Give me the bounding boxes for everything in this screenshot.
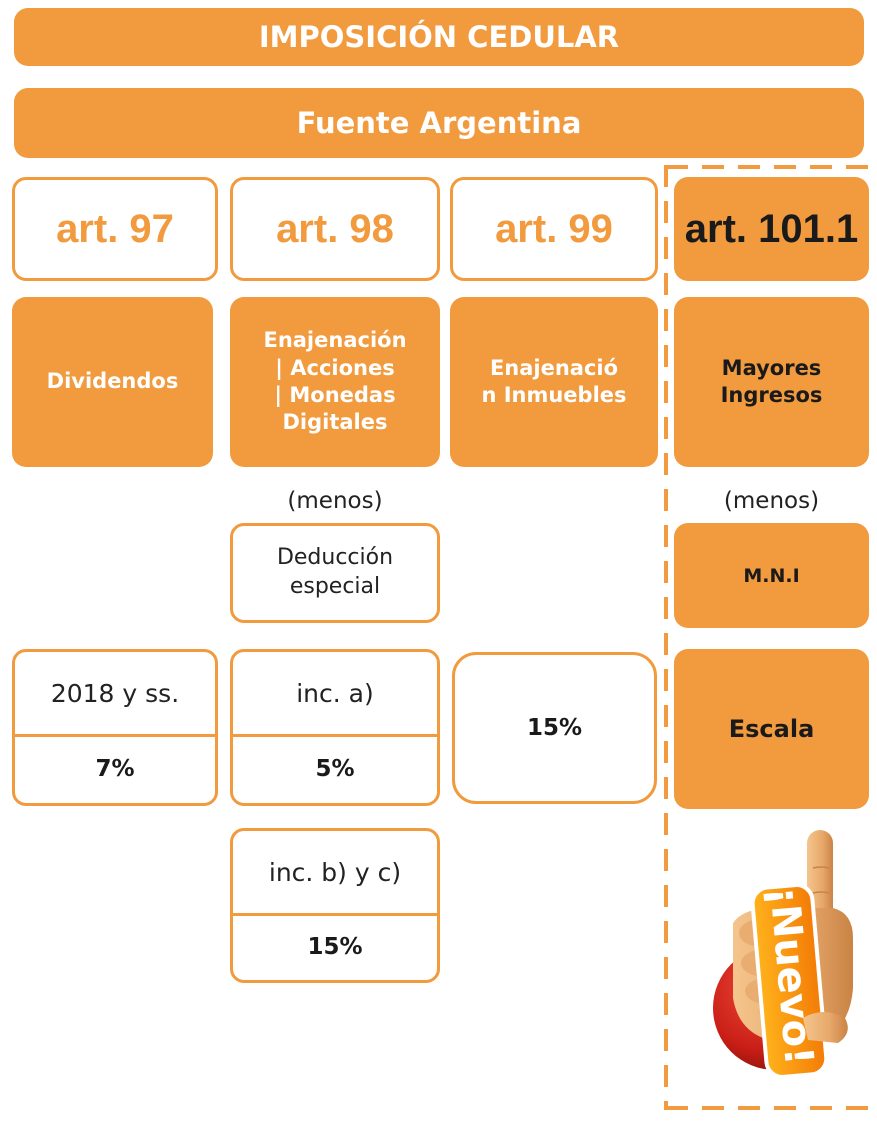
deduccion-line: Deducción xyxy=(276,545,394,571)
category-inmuebles-line: Enajenació xyxy=(489,355,619,380)
category-acciones-line: | Monedas xyxy=(274,383,396,407)
article-101-box: art. 101.1 xyxy=(674,177,869,281)
article-98-box: art. 98 xyxy=(230,177,440,281)
category-enajenacion-acciones: Enajenación | Acciones | Monedas Digital… xyxy=(230,297,440,467)
category-inmuebles-line: n Inmuebles xyxy=(481,383,627,407)
category-dividendos: Dividendos xyxy=(12,297,213,467)
dividendos-rate-label: 2018 y ss. xyxy=(50,678,180,708)
divider xyxy=(15,734,215,737)
category-dividendos-label: Dividendos xyxy=(46,369,179,394)
acciones-inc-a-value: 5% xyxy=(315,755,355,782)
dividendos-rate-box: 2018 y ss. 7% xyxy=(12,649,218,806)
deduccion-line: especial xyxy=(289,574,381,599)
category-mayores-ingresos: Mayores Ingresos xyxy=(674,297,869,467)
category-mayores-line: Mayores xyxy=(721,355,822,380)
article-101-label: art. 101.1 xyxy=(684,206,859,251)
deduccion-especial-box: Deducción especial xyxy=(230,523,440,623)
escala-label: Escala xyxy=(728,715,815,743)
article-97-label: art. 97 xyxy=(56,206,174,251)
acciones-inc-bc-label: inc. b) y c) xyxy=(268,857,402,887)
divider xyxy=(233,734,437,737)
escala-box: Escala xyxy=(674,649,869,809)
acciones-inc-bc-value: 15% xyxy=(307,933,363,960)
article-99-box: art. 99 xyxy=(450,177,658,281)
dividendos-rate-value: 7% xyxy=(95,755,135,782)
divider xyxy=(233,913,437,916)
acciones-inc-bc-box: inc. b) y c) 15% xyxy=(230,828,440,983)
inmuebles-rate-value: 15% xyxy=(526,715,583,741)
acciones-inc-a-label: inc. a) xyxy=(296,678,374,708)
article-99-label: art. 99 xyxy=(495,206,613,251)
category-acciones-line: Digitales xyxy=(282,410,388,435)
category-acciones-line: | Acciones xyxy=(275,355,395,380)
menos-label-right: (menos) xyxy=(723,488,820,514)
acciones-inc-a-box: inc. a) 5% xyxy=(230,649,440,806)
mni-box: M.N.I xyxy=(674,523,869,628)
mni-label: M.N.I xyxy=(743,564,800,587)
category-acciones-line: Enajenación xyxy=(263,328,407,353)
inmuebles-rate-box: 15% xyxy=(452,652,657,804)
subtitle-banner: Fuente Argentina xyxy=(14,88,864,158)
category-enajenacion-inmuebles: Enajenació n Inmuebles xyxy=(450,297,658,467)
title-banner: IMPOSICIÓN CEDULAR xyxy=(14,8,864,66)
page-title: IMPOSICIÓN CEDULAR xyxy=(258,20,620,54)
category-mayores-line: Ingresos xyxy=(720,383,823,407)
article-97-box: art. 97 xyxy=(12,177,218,281)
menos-label-left: (menos) xyxy=(287,488,383,514)
article-98-label: art. 98 xyxy=(276,206,394,251)
page-subtitle: Fuente Argentina xyxy=(296,106,582,140)
nuevo-badge-icon: ¡Nuevo! xyxy=(713,830,853,1079)
